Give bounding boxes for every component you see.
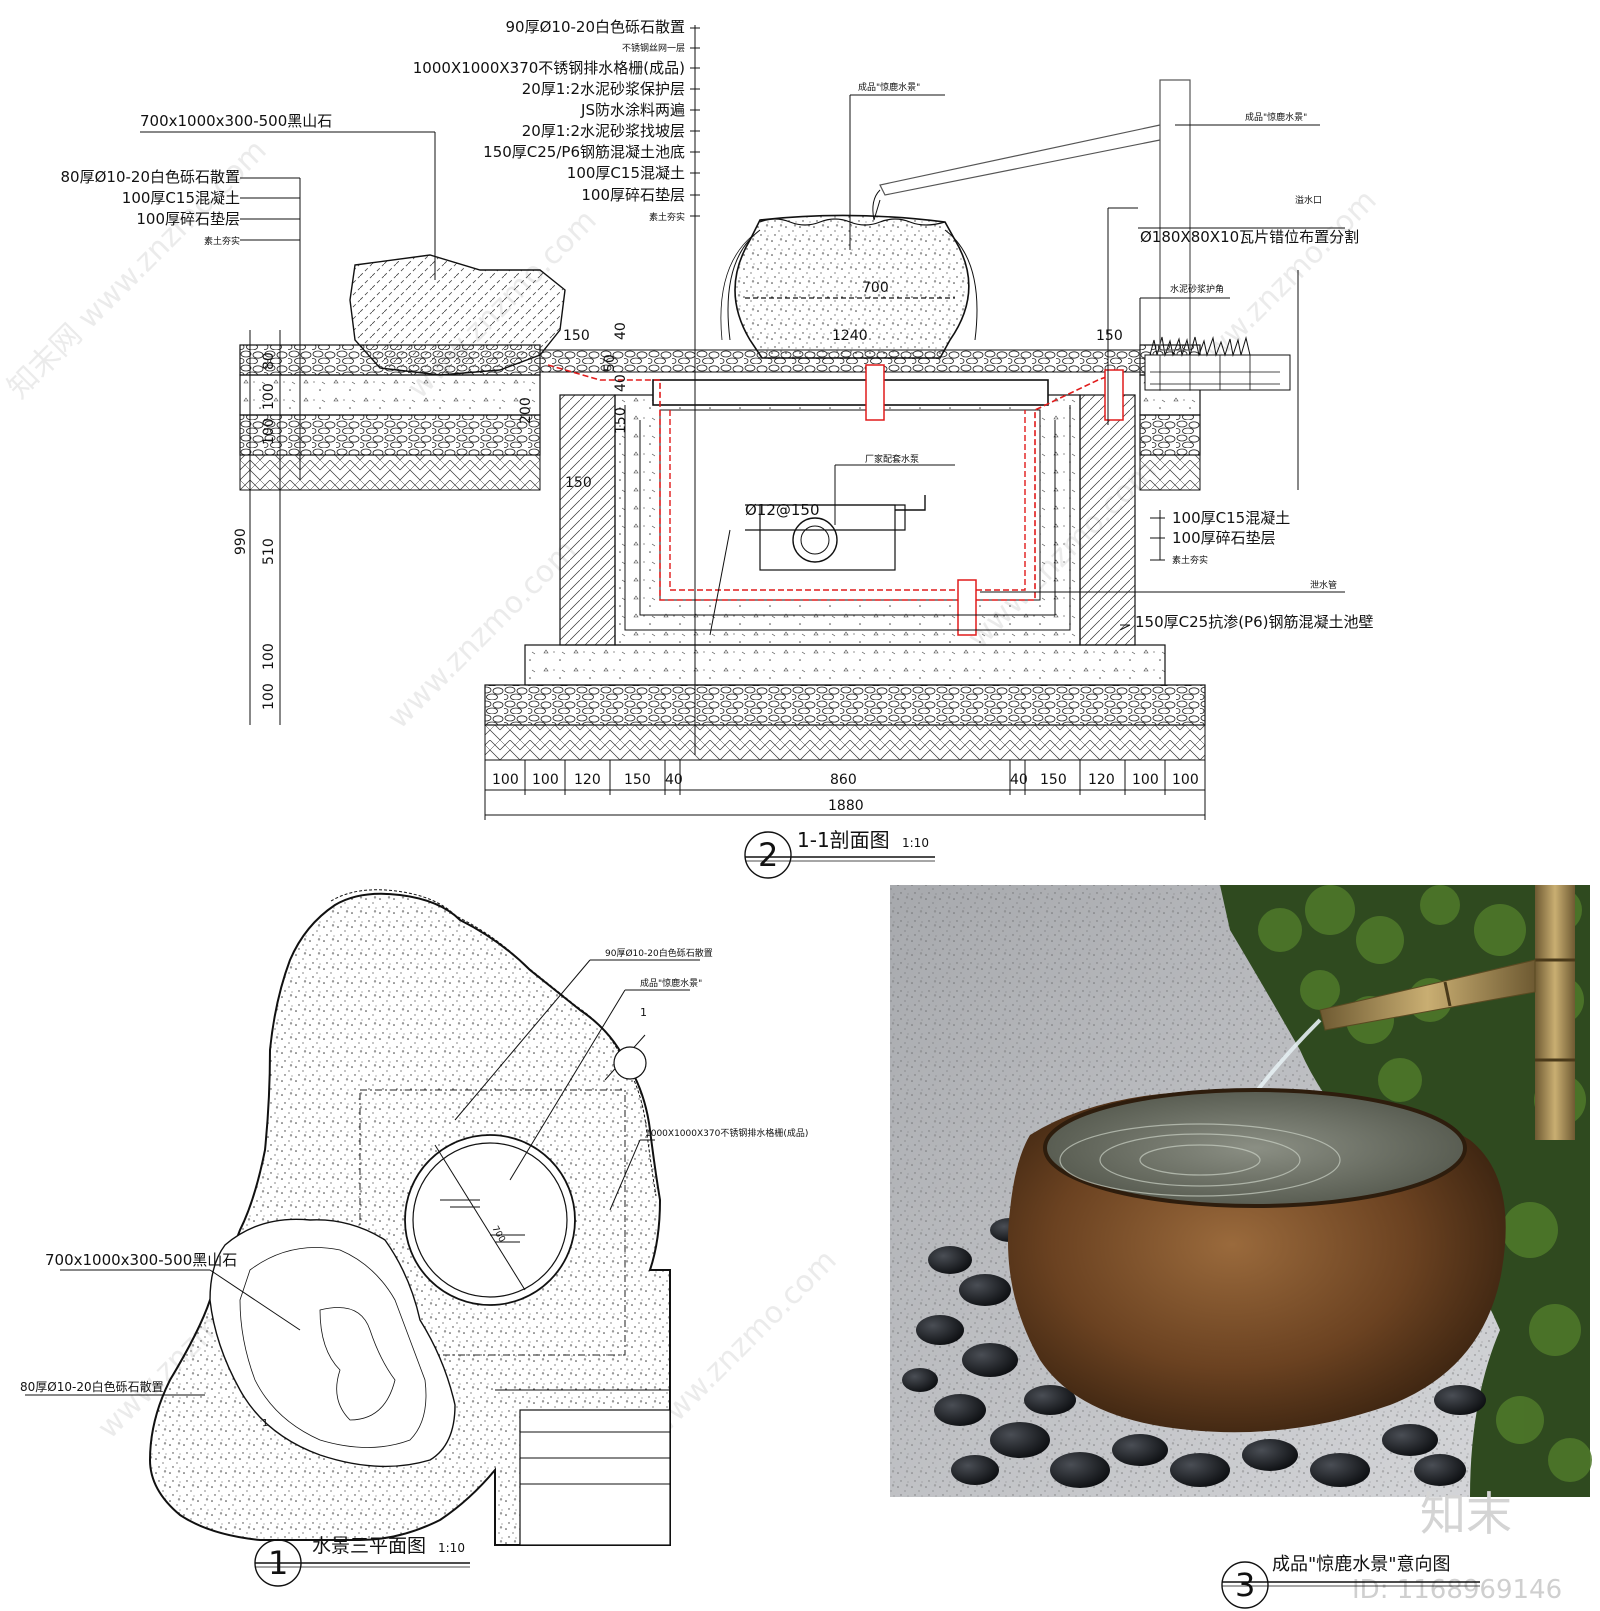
section-label-soil: 素土夯实 bbox=[649, 211, 685, 223]
watermark-logo: 知末 bbox=[1420, 1487, 1512, 1541]
photo-callout-number: 3 bbox=[1235, 1566, 1255, 1604]
plan-title: 水景三平面图 bbox=[312, 1535, 426, 1557]
plan-drawing: 700 1 1 90厚Ø10-20白色砾石散置 成品"惊鹿水景" 1000X1 bbox=[20, 889, 808, 1587]
section-label-gravel-bed: 100厚碎石垫层 bbox=[581, 186, 685, 204]
bdim-6: 40 bbox=[1010, 772, 1028, 788]
section-label-product-right: 成品"惊鹿水景" bbox=[1245, 111, 1307, 123]
plan-label-grate: 1000X1000X370不锈钢排水格栅(成品) bbox=[645, 1127, 808, 1139]
photo-title: 成品"惊鹿水景"意向图 bbox=[1272, 1554, 1451, 1575]
plan-marker-number: 1 bbox=[640, 1006, 647, 1019]
bdim-10: 100 bbox=[1172, 772, 1199, 788]
vdim-100-d: 100 bbox=[261, 683, 277, 710]
dim-150-horiz: 150 bbox=[565, 475, 592, 491]
bdim-1: 100 bbox=[532, 772, 559, 788]
section-left-label-bed: 100厚碎石垫层 bbox=[136, 210, 240, 228]
bdim-5: 860 bbox=[830, 772, 857, 788]
section-left-label-gravel: 80厚Ø10-20白色砾石散置 bbox=[61, 168, 240, 186]
section-scale: 1:10 bbox=[902, 836, 929, 850]
bdim-8: 120 bbox=[1088, 772, 1115, 788]
section-callout-number: 2 bbox=[758, 836, 778, 874]
section-label-right-bed: 100厚碎石垫层 bbox=[1172, 529, 1276, 547]
section-label-slab: 150厚C25/P6钢筋混凝土池底 bbox=[483, 143, 685, 161]
vdim-100-c: 100 bbox=[261, 643, 277, 670]
bdim-3: 150 bbox=[624, 772, 651, 788]
section-label-overflow: 溢水口 bbox=[1295, 194, 1322, 206]
section-label-grate: 1000X1000X370不锈钢排水格栅(成品) bbox=[413, 59, 685, 77]
bdim-total: 1880 bbox=[828, 798, 864, 814]
watermark-id: ID: 1168969146 bbox=[1352, 1575, 1562, 1605]
bdim-7: 150 bbox=[1040, 772, 1067, 788]
bdim-4: 40 bbox=[665, 772, 683, 788]
section-left-label-rock: 700x1000x300-500黑山石 bbox=[140, 112, 332, 130]
dim-40-b: 40 bbox=[613, 374, 629, 392]
plan-marker-number-2: 1 bbox=[262, 1418, 268, 1429]
watermark-site-2: www.znzmo.com bbox=[71, 133, 274, 336]
plan-label-rock: 700x1000x300-500黑山石 bbox=[45, 1251, 237, 1269]
section-label-mesh: 不锈钢丝网一层 bbox=[622, 42, 685, 54]
section-label-stone: Ø180X80X10瓦片错位布置分割 bbox=[1140, 228, 1359, 246]
vdim-510: 510 bbox=[261, 538, 277, 565]
bottom-dim-ticks bbox=[524, 760, 1166, 795]
dim-50: 50 bbox=[602, 354, 618, 372]
photo-callout-circle bbox=[1221, 1561, 1269, 1609]
section-label-protect: 20厚1:2水泥砂浆保护层 bbox=[522, 80, 685, 98]
bdim-2: 120 bbox=[574, 772, 601, 788]
section-label-js: JS防水涂料两遍 bbox=[580, 101, 685, 119]
dim-40-a: 40 bbox=[613, 322, 629, 340]
section-label-slope: 20厚1:2水泥砂浆找坡层 bbox=[522, 122, 685, 140]
bdim-9: 100 bbox=[1132, 772, 1159, 788]
section-label-wall: 150厚C25抗渗(P6)钢筋混凝土池壁 bbox=[1135, 613, 1374, 631]
dim-bowl: 700 bbox=[862, 280, 889, 296]
section-callout-circle bbox=[744, 831, 792, 879]
dim-edge-right: 150 bbox=[1096, 328, 1123, 344]
watermark-site-7: www.znzmo.com bbox=[641, 1243, 844, 1446]
vdim-80: 80 bbox=[261, 352, 277, 370]
vdim-100-b: 100 bbox=[261, 418, 277, 445]
section-label-right-soil: 素土夯实 bbox=[1172, 554, 1208, 566]
watermark-site-1: 知末网 bbox=[1, 317, 89, 405]
section-label-right-c15: 100厚C15混凝土 bbox=[1172, 509, 1290, 527]
section-label-product-top: 成品"惊鹿水景" bbox=[858, 81, 920, 93]
section-label-pump: 厂家配套水泵 bbox=[865, 453, 919, 465]
section-label-c15: 100厚C15混凝土 bbox=[567, 164, 685, 182]
section-label-mortar: 水泥砂浆护角 bbox=[1170, 283, 1224, 295]
vdim-100-a: 100 bbox=[261, 383, 277, 410]
dim-200: 200 bbox=[518, 397, 534, 424]
section-drawing: 90厚Ø10-20白色砾石散置 不锈钢丝网一层 1000X1000X370不锈钢… bbox=[61, 18, 1374, 879]
reference-photo: 知末 ID: 1168969146 3 成品"惊鹿水景"意向图 bbox=[890, 885, 1592, 1609]
dim-edge-left: 150 bbox=[563, 328, 590, 344]
section-label-rebar: Ø12@150 bbox=[745, 501, 820, 519]
section-label-gravel: 90厚Ø10-20白色砾石散置 bbox=[506, 18, 685, 36]
plan-label-product: 成品"惊鹿水景" bbox=[640, 977, 702, 989]
section-left-label-c15: 100厚C15混凝土 bbox=[122, 189, 240, 207]
vdim-990: 990 bbox=[233, 528, 249, 555]
bdim-0: 100 bbox=[492, 772, 519, 788]
dim-150-vert: 150 bbox=[613, 407, 629, 434]
plan-label-gravel-bottom: 80厚Ø10-20白色砾石散置 bbox=[20, 1379, 164, 1394]
plan-scale: 1:10 bbox=[438, 1541, 465, 1555]
section-title: 1-1剖面图 bbox=[797, 828, 890, 852]
section-left-label-soil: 素土夯实 bbox=[204, 235, 240, 247]
plan-label-gravel-top: 90厚Ø10-20白色砾石散置 bbox=[605, 947, 713, 959]
dim-span: 1240 bbox=[832, 328, 868, 344]
section-label-drain: 泄水管 bbox=[1310, 579, 1337, 591]
plan-section-marker bbox=[613, 1046, 647, 1080]
